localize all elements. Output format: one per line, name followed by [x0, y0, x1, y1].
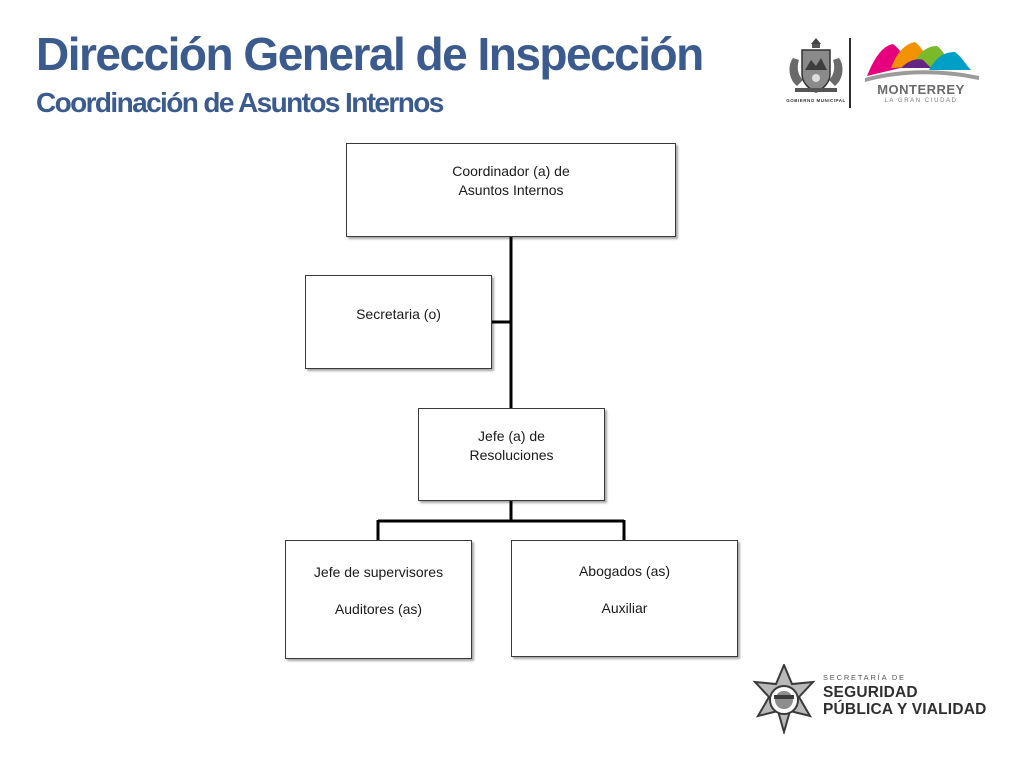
police-star-badge-icon	[752, 664, 816, 734]
org-box-coordinator: Coordinador (a) de Asuntos Internos	[346, 143, 676, 237]
coordinator-title-line1: Coordinador (a) de	[452, 163, 570, 179]
page-title: Dirección General de Inspección	[36, 28, 704, 80]
org-box-lawyers: Abogados (as) Auxiliar	[511, 540, 738, 657]
secretary-title: Secretaria (o)	[356, 306, 441, 322]
org-box-chief-resolutions: Jefe (a) de Resoluciones	[418, 408, 605, 501]
logo-divider	[849, 38, 851, 108]
gobierno-municipal-seal-icon	[789, 38, 843, 93]
seguridad-line1: SEGURIDAD	[823, 684, 918, 701]
monterrey-mountains-icon	[865, 42, 979, 82]
org-box-supervisors: Jefe de supervisores Auditores (as)	[285, 540, 472, 659]
page-subtitle: Coordinación de Asuntos Internos	[36, 87, 444, 118]
coordinator-title-line2: Asuntos Internos	[458, 182, 564, 198]
auditors-title: Auditores (as)	[334, 601, 423, 617]
monterrey-name: MONTERREY	[877, 82, 965, 97]
seguridad-line2: PÚBLICA Y VIALIDAD	[823, 701, 987, 718]
auxiliary-title: Auxiliar	[601, 600, 648, 616]
chief-title-line2: Resoluciones	[469, 447, 554, 463]
org-box-secretary: Secretaria (o)	[305, 275, 492, 369]
seguridad-small-label: SECRETARÍA DE	[823, 673, 906, 682]
chief-title-line1: Jefe (a) de	[478, 428, 545, 444]
seguridad-publica-logo: SECRETARÍA DE SEGURIDAD PÚBLICA Y VIALID…	[750, 662, 1006, 734]
lawyers-title: Abogados (as)	[578, 563, 671, 579]
supervisors-title: Jefe de supervisores	[313, 564, 444, 580]
header-logos: GOBIERNO MUNICIPAL MONTERREY LA GRAN CIU…	[785, 36, 985, 111]
gobierno-municipal-label: GOBIERNO MUNICIPAL	[786, 98, 846, 103]
monterrey-tagline: LA GRAN CIUDAD	[884, 98, 958, 104]
